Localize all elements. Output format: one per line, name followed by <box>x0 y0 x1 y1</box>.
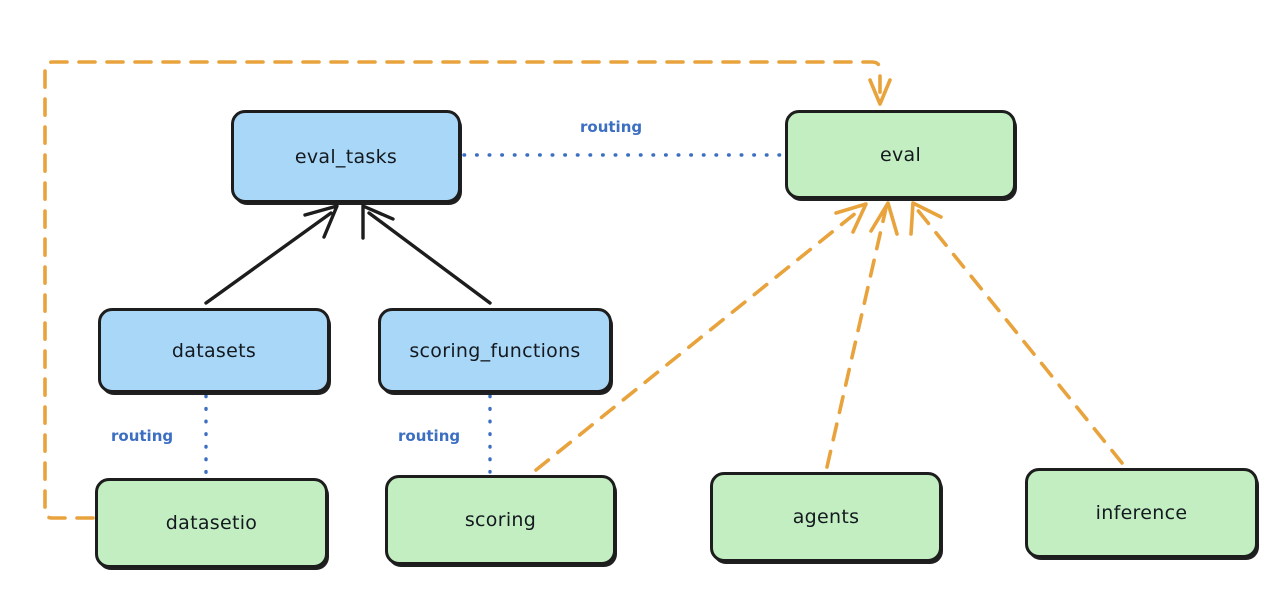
edge-agents-to-eval <box>825 201 899 469</box>
node-label: agents <box>792 506 860 528</box>
node-label: eval_tasks <box>294 145 398 168</box>
node-datasetio[interactable]: datasetio <box>95 478 328 568</box>
edge-datasets-to-eval_tasks <box>204 204 339 305</box>
node-label: scoring_functions <box>409 339 581 362</box>
node-label: inference <box>1095 502 1188 524</box>
node-agents[interactable]: agents <box>710 472 942 562</box>
node-datasets[interactable]: datasets <box>98 308 330 393</box>
node-scoring-functions[interactable]: scoring_functions <box>378 308 612 393</box>
edge-label-routing-datasets-datasetio: routing <box>111 427 174 445</box>
node-label: datasetio <box>165 512 258 534</box>
node-eval[interactable]: eval <box>785 110 1016 199</box>
edge-datasetio-to-eval <box>43 60 892 520</box>
edge-label-routing-eval-tasks-eval: routing <box>580 118 643 136</box>
edge-inference-to-eval <box>909 201 1124 465</box>
edge-scoring_functions-to-eval_tasks <box>361 204 492 305</box>
edge-scoring-to-eval <box>534 202 868 472</box>
node-inference[interactable]: inference <box>1025 468 1258 558</box>
node-label: datasets <box>171 339 257 362</box>
edge-label-routing-scoring-functions-scoring: routing <box>398 427 461 445</box>
node-eval-tasks[interactable]: eval_tasks <box>231 110 461 203</box>
node-scoring[interactable]: scoring <box>385 475 616 565</box>
node-label: scoring <box>464 509 537 531</box>
node-label: eval <box>879 143 922 166</box>
